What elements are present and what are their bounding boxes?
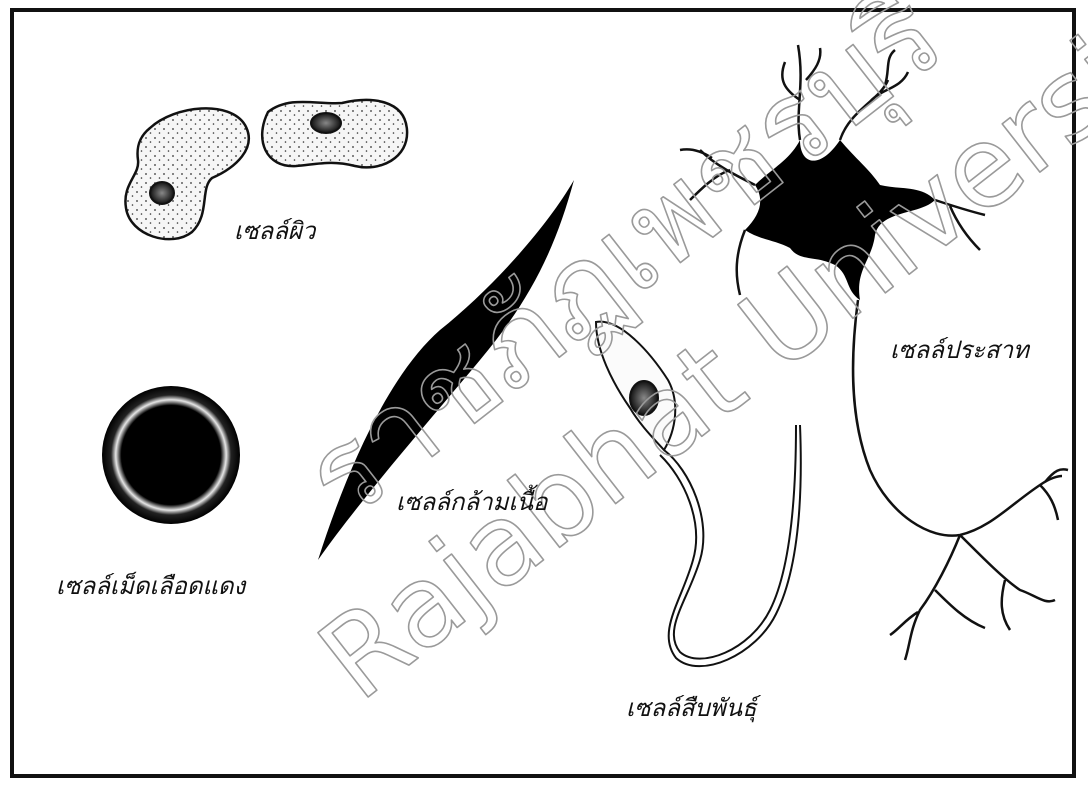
label-muscle-cell: เซลล์กล้ามเนื้อ [396,482,547,521]
label-sperm-cell: เซลล์สืบพันธุ์ [626,688,757,727]
sperm-tail-outer [664,425,796,659]
red-blood-cell [102,386,240,524]
skin-cell-right [262,100,407,167]
skin-cell-left [125,108,248,239]
skin-cell-left-nucleus [150,182,174,204]
label-red-blood-cell: เซลล์เม็ดเลือดแดง [56,566,245,605]
nerve-cell-body [745,140,935,300]
sperm-cell [596,322,801,666]
sperm-nucleus [630,381,658,415]
skin-cell-right-nucleus [311,113,341,133]
label-nerve-cell: เซลล์ประสาท [890,330,1029,369]
label-skin-cell: เซลล์ผิว [234,211,315,250]
red-blood-cell-disc [102,386,240,524]
sperm-tail-inner [660,425,801,666]
